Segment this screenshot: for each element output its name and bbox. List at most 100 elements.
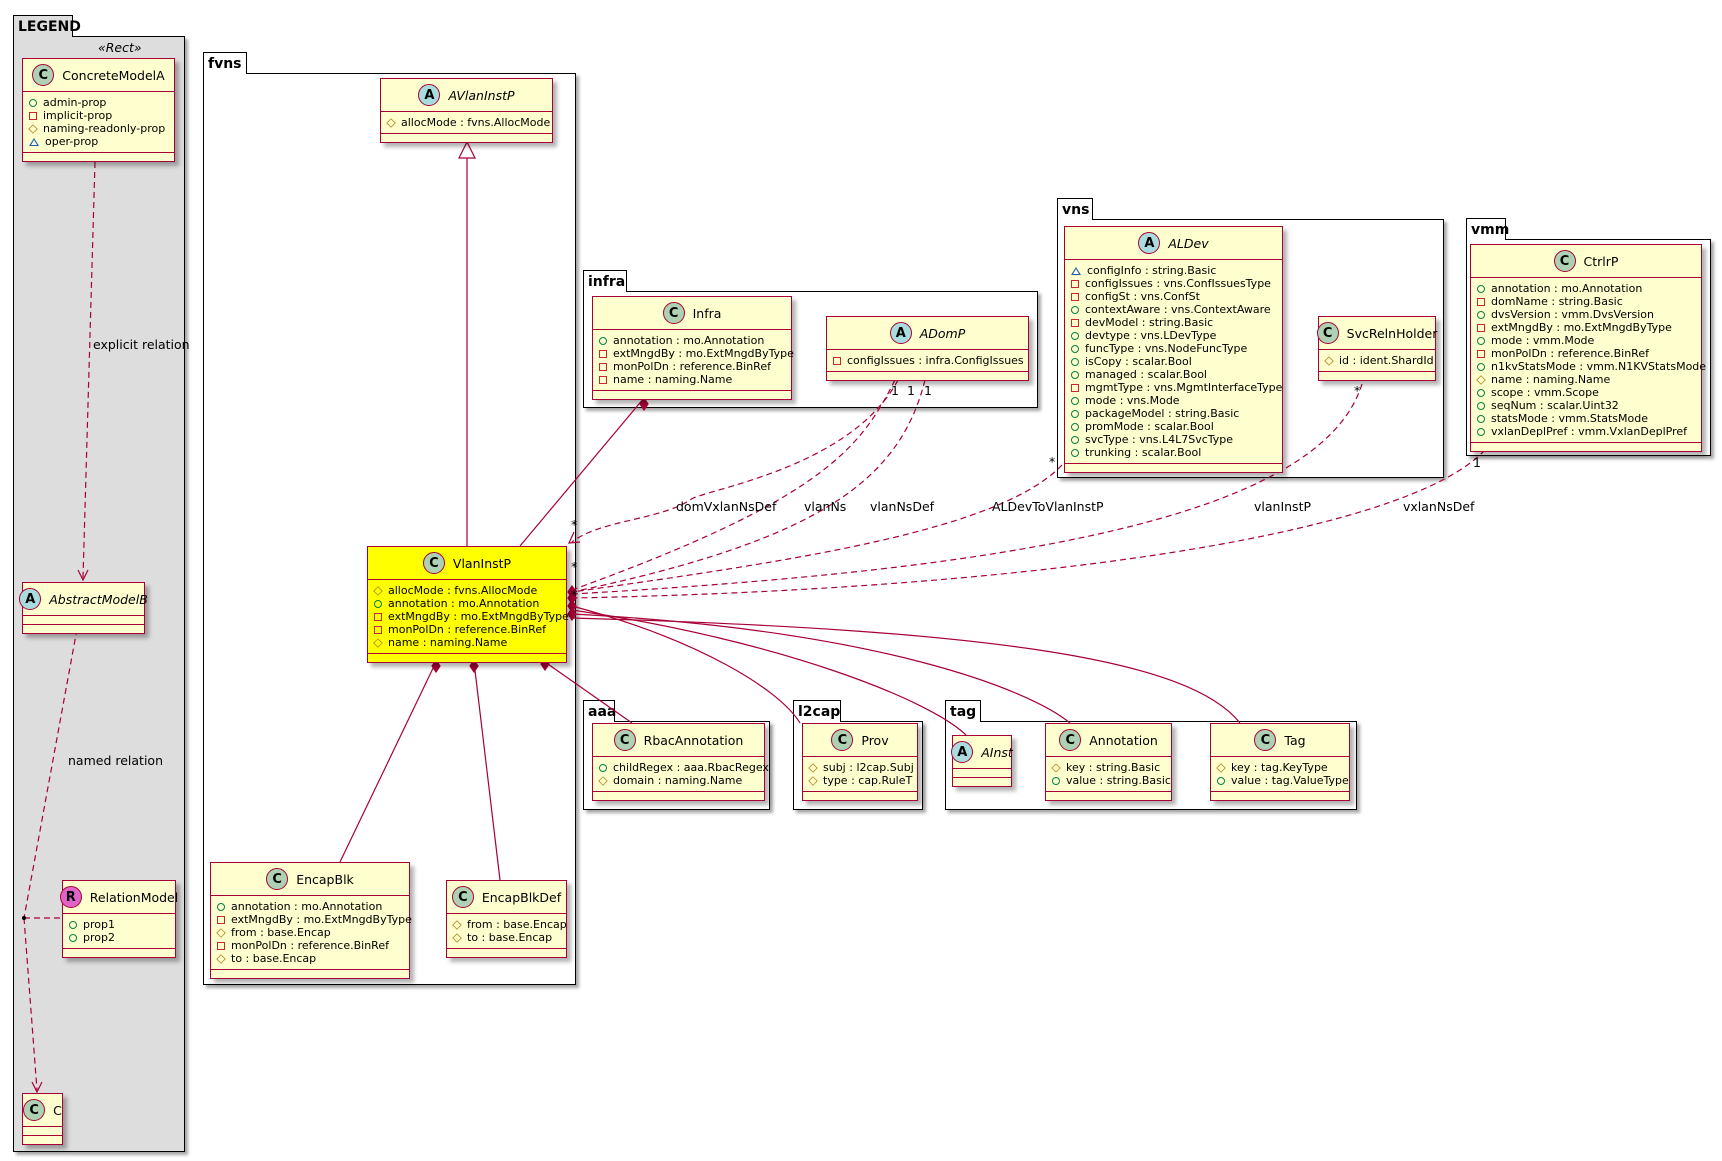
member: oper-prop bbox=[29, 135, 168, 148]
multiplicity-1: 1 bbox=[891, 383, 899, 398]
member-text: prop2 bbox=[83, 931, 115, 944]
member: allocMode : fvns.AllocMode bbox=[386, 116, 550, 129]
abstract-class-icon: A bbox=[951, 741, 974, 763]
public-visibility-icon bbox=[1477, 388, 1485, 397]
class-AbstractModelB[interactable]: A AbstractModelB bbox=[19, 582, 148, 634]
member: mode : vmm.Mode bbox=[1477, 334, 1695, 347]
arrowhead bbox=[77, 569, 89, 582]
member: allocMode : fvns.AllocMode bbox=[373, 584, 560, 597]
member: prop1 bbox=[69, 918, 169, 931]
member-text: promMode : scalar.Bool bbox=[1085, 420, 1214, 433]
member: n1kvStatsMode : vmm.N1KVStatsMode bbox=[1477, 360, 1706, 373]
class-icon: C bbox=[266, 868, 289, 890]
public-visibility-icon bbox=[1477, 414, 1485, 423]
member-text: subj : l2cap.Subj bbox=[823, 761, 914, 774]
member: annotation : mo.Annotation bbox=[217, 900, 403, 913]
class-members: configIssues : infra.ConfigIssues bbox=[827, 350, 1028, 372]
member-text: mgmtType : vns.MgmtInterfaceType bbox=[1085, 381, 1283, 394]
public-visibility-icon bbox=[1071, 435, 1079, 444]
member-text: configIssues : infra.ConfigIssues bbox=[847, 354, 1024, 367]
member-text: funcType : vns.NodeFuncType bbox=[1085, 342, 1248, 355]
member: configSt : vns.ConfSt bbox=[1071, 290, 1276, 303]
multiplicity-many: * bbox=[571, 517, 578, 532]
class-icon: C bbox=[1254, 729, 1277, 751]
abstract-class-icon: A bbox=[19, 588, 42, 610]
class-name: VlanInstP bbox=[452, 555, 512, 571]
member: name : naming.Name bbox=[1476, 373, 1695, 386]
public-visibility-icon bbox=[1071, 448, 1079, 457]
edge-label-vxlanNsDef: vxlanNsDef bbox=[1403, 499, 1475, 514]
class-members bbox=[953, 769, 1011, 778]
member: key : string.Basic bbox=[1051, 761, 1165, 774]
member-text: key : string.Basic bbox=[1066, 761, 1161, 774]
class-members bbox=[23, 1127, 62, 1136]
member-text: seqNum : scalar.Uint32 bbox=[1491, 399, 1619, 412]
public-visibility-icon bbox=[1071, 305, 1079, 314]
member-text: statsMode : vmm.StatsMode bbox=[1491, 412, 1648, 425]
member: key : tag.KeyType bbox=[1216, 761, 1343, 774]
member-text: annotation : mo.Annotation bbox=[613, 334, 765, 347]
class-icon: C bbox=[32, 64, 55, 86]
package-tab-legend: LEGEND bbox=[13, 15, 81, 37]
member: admin-prop bbox=[29, 96, 168, 109]
public-visibility-icon bbox=[1477, 310, 1485, 319]
member: implicit-prop bbox=[29, 109, 168, 122]
member-text: type : cap.RuleT bbox=[823, 774, 913, 787]
member-text: name : naming.Name bbox=[388, 636, 508, 649]
public-visibility-icon bbox=[1071, 357, 1079, 366]
member: name : naming.Name bbox=[373, 636, 560, 649]
edge-label-vlanInstP: vlanInstP bbox=[1254, 499, 1312, 514]
member: from : base.Encap bbox=[216, 926, 403, 939]
member: devtype : vns.LDevType bbox=[1071, 329, 1276, 342]
composition-edge bbox=[571, 609, 967, 736]
edge-label-aldev: ALDevToVlanInstP bbox=[992, 499, 1104, 514]
protected-visibility-icon bbox=[1051, 762, 1061, 773]
member-text: id : ident.ShardId bbox=[1339, 354, 1434, 367]
member-text: allocMode : fvns.AllocMode bbox=[401, 116, 551, 129]
member: annotation : mo.Annotation bbox=[374, 597, 560, 610]
named-relation-edge bbox=[23, 917, 38, 1091]
class-name: AbstractModelB bbox=[49, 591, 148, 607]
member-text: value : string.Basic bbox=[1066, 774, 1171, 787]
arrowhead bbox=[31, 1081, 43, 1094]
class-name: ALDev bbox=[1168, 235, 1209, 251]
arrowhead bbox=[568, 531, 581, 544]
member-text: prop1 bbox=[83, 918, 115, 931]
class-name: AVlanInstP bbox=[448, 87, 515, 103]
aggregation-diamond bbox=[567, 590, 577, 606]
member-text: scope : vmm.Scope bbox=[1491, 386, 1599, 399]
private-visibility-icon bbox=[374, 625, 382, 634]
relation-edge-domVxlanNsDef bbox=[571, 379, 899, 543]
member-text: extMngdBy : mo.ExtMngdByType bbox=[613, 347, 794, 360]
member-text: value : tag.ValueType bbox=[1231, 774, 1349, 787]
member-text: trunking : scalar.Bool bbox=[1085, 446, 1202, 459]
protected-visibility-icon bbox=[1216, 762, 1226, 773]
protected-visibility-icon bbox=[216, 927, 226, 938]
class-icon: C bbox=[1316, 322, 1339, 344]
